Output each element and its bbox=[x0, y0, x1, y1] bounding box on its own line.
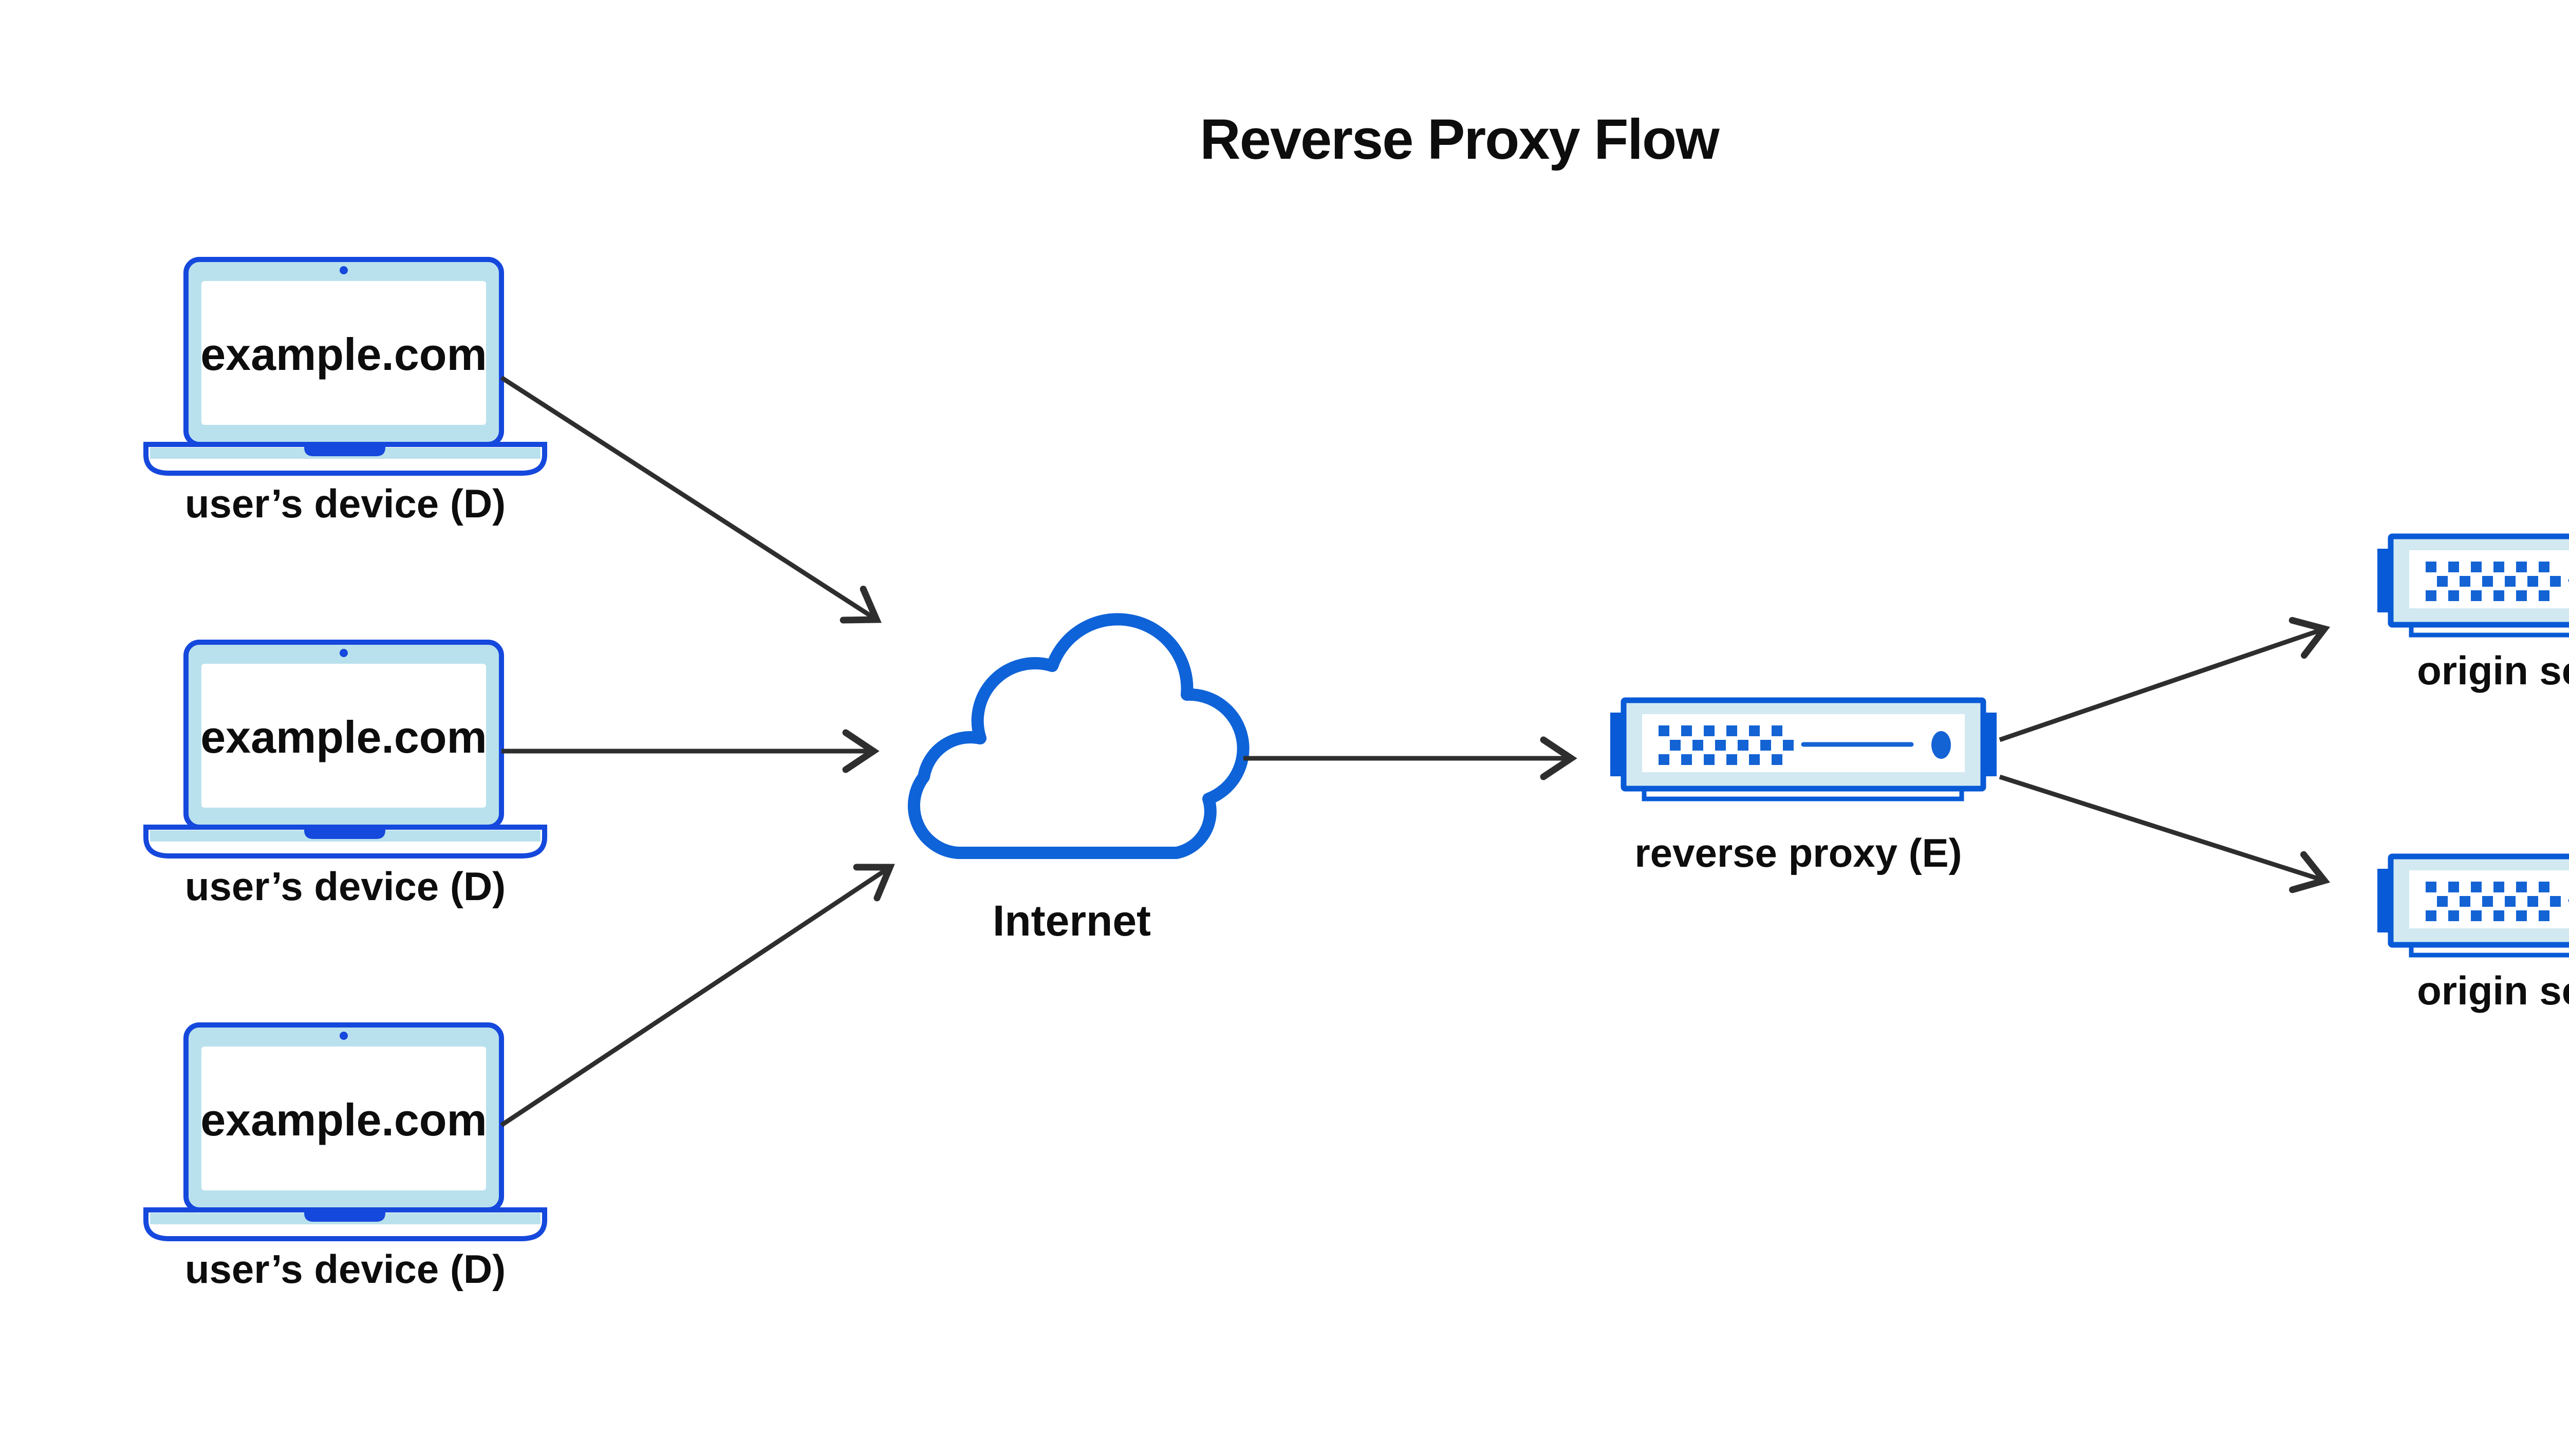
device-label: user’s device (D) bbox=[184, 1246, 506, 1292]
diagram-title: Reverse Proxy Flow bbox=[1200, 108, 1719, 171]
origin-server-label: origin server (F) bbox=[2417, 968, 2569, 1013]
device-label: user’s device (D) bbox=[184, 864, 506, 909]
arrow-proxy-to-origin2 bbox=[1999, 774, 2331, 893]
arrow-device3-to-internet bbox=[500, 864, 895, 1127]
origin-server-label: origin server (F) bbox=[2417, 648, 2569, 693]
device-label: user’s device (D) bbox=[184, 481, 506, 526]
device-screen-url: example.com bbox=[200, 1094, 487, 1145]
origin-server-icon bbox=[2377, 856, 2569, 955]
cloud-icon bbox=[907, 613, 1250, 859]
origin-server-icon bbox=[2377, 536, 2569, 635]
reverse-proxy-label: reverse proxy (E) bbox=[1634, 830, 1962, 875]
device-screen-url: example.com bbox=[200, 329, 487, 380]
arrow-proxy-to-origin1 bbox=[1999, 617, 2331, 742]
device-screen-url: example.com bbox=[200, 712, 487, 762]
internet-label: Internet bbox=[992, 897, 1151, 945]
reverse-proxy-icon bbox=[1610, 700, 1997, 799]
arrow-device1-to-internet bbox=[500, 376, 882, 624]
